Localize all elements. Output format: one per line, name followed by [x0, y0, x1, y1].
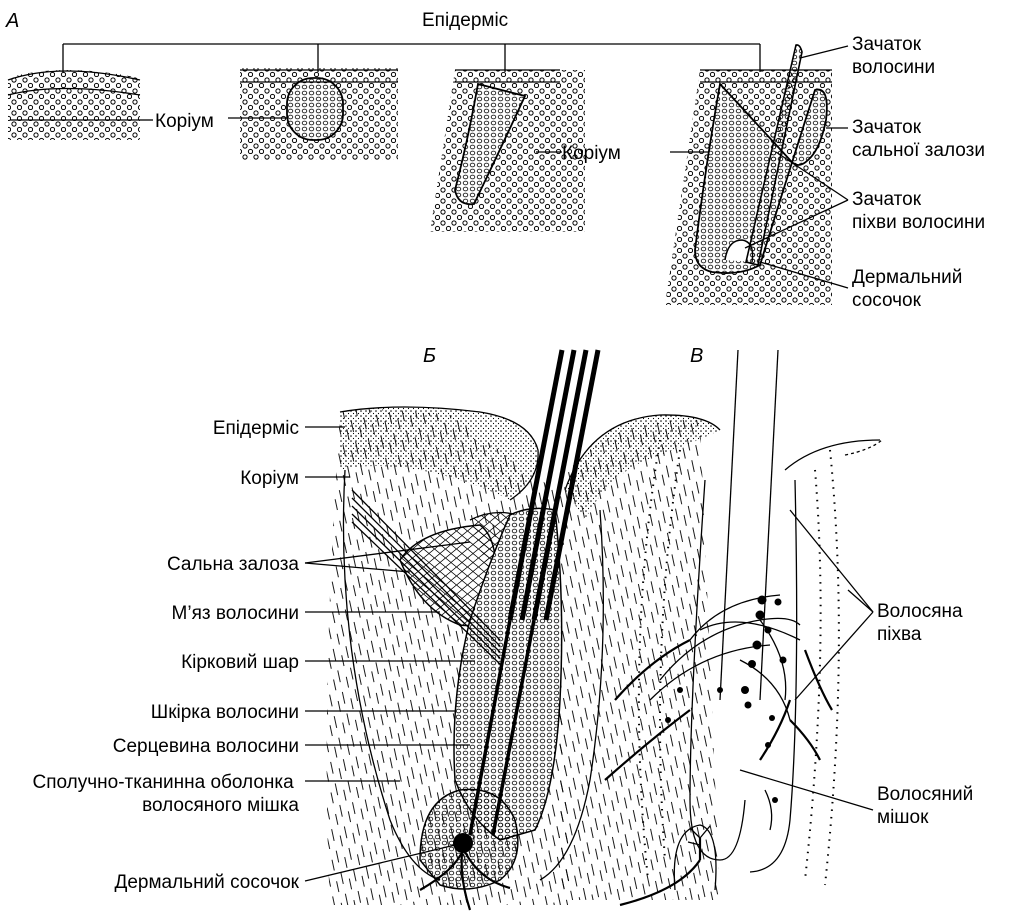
stage1-corium-label: Коріум	[155, 111, 214, 132]
stage-1-skin	[0, 60, 150, 150]
b-cuticle-label: Шкірка волосини	[151, 702, 299, 723]
b-cortex-label: Кірковий шар	[181, 652, 299, 673]
b-medulla-label: Серцевина волосини	[113, 736, 299, 757]
v-hair-sheath-label: Волосяна піхва	[877, 601, 968, 645]
b-sebaceous-gland-label: Сальна залоза	[167, 554, 299, 575]
sheath-germ-label: Зачаток піхви волосини	[852, 189, 985, 233]
epidermis-bracket	[63, 44, 760, 72]
b-epidermis-label: Епідерміс	[213, 418, 299, 439]
panel-v-letter: В	[690, 345, 703, 367]
b-dermal-papilla-label: Дермальний сосочок	[114, 872, 299, 893]
panel-a-letter: А	[5, 10, 19, 32]
panel-a-epidermis-label: Епідерміс	[422, 10, 508, 31]
stage3-corium-label: Коріум	[562, 143, 621, 164]
b-ct-sheath-label: Сполучно-тканинна оболонка волосяного мі…	[32, 772, 299, 816]
hair-follicle-section	[320, 350, 730, 910]
hair-germ-label: Зачаток волосини	[852, 34, 935, 78]
sebaceous-germ-label: Зачаток сальної залози	[852, 117, 985, 161]
dermal-papilla-a-label: Дермальний сосочок	[852, 267, 968, 311]
b-corium-label: Коріум	[240, 468, 299, 489]
panel-b-letter: Б	[423, 345, 436, 367]
panel-v-leaders	[740, 510, 873, 810]
b-hair-muscle-label: М’яз волосини	[172, 603, 299, 624]
stage-2-skin	[235, 65, 405, 165]
v-hair-follicle-label: Волосяний мішок	[877, 784, 978, 828]
